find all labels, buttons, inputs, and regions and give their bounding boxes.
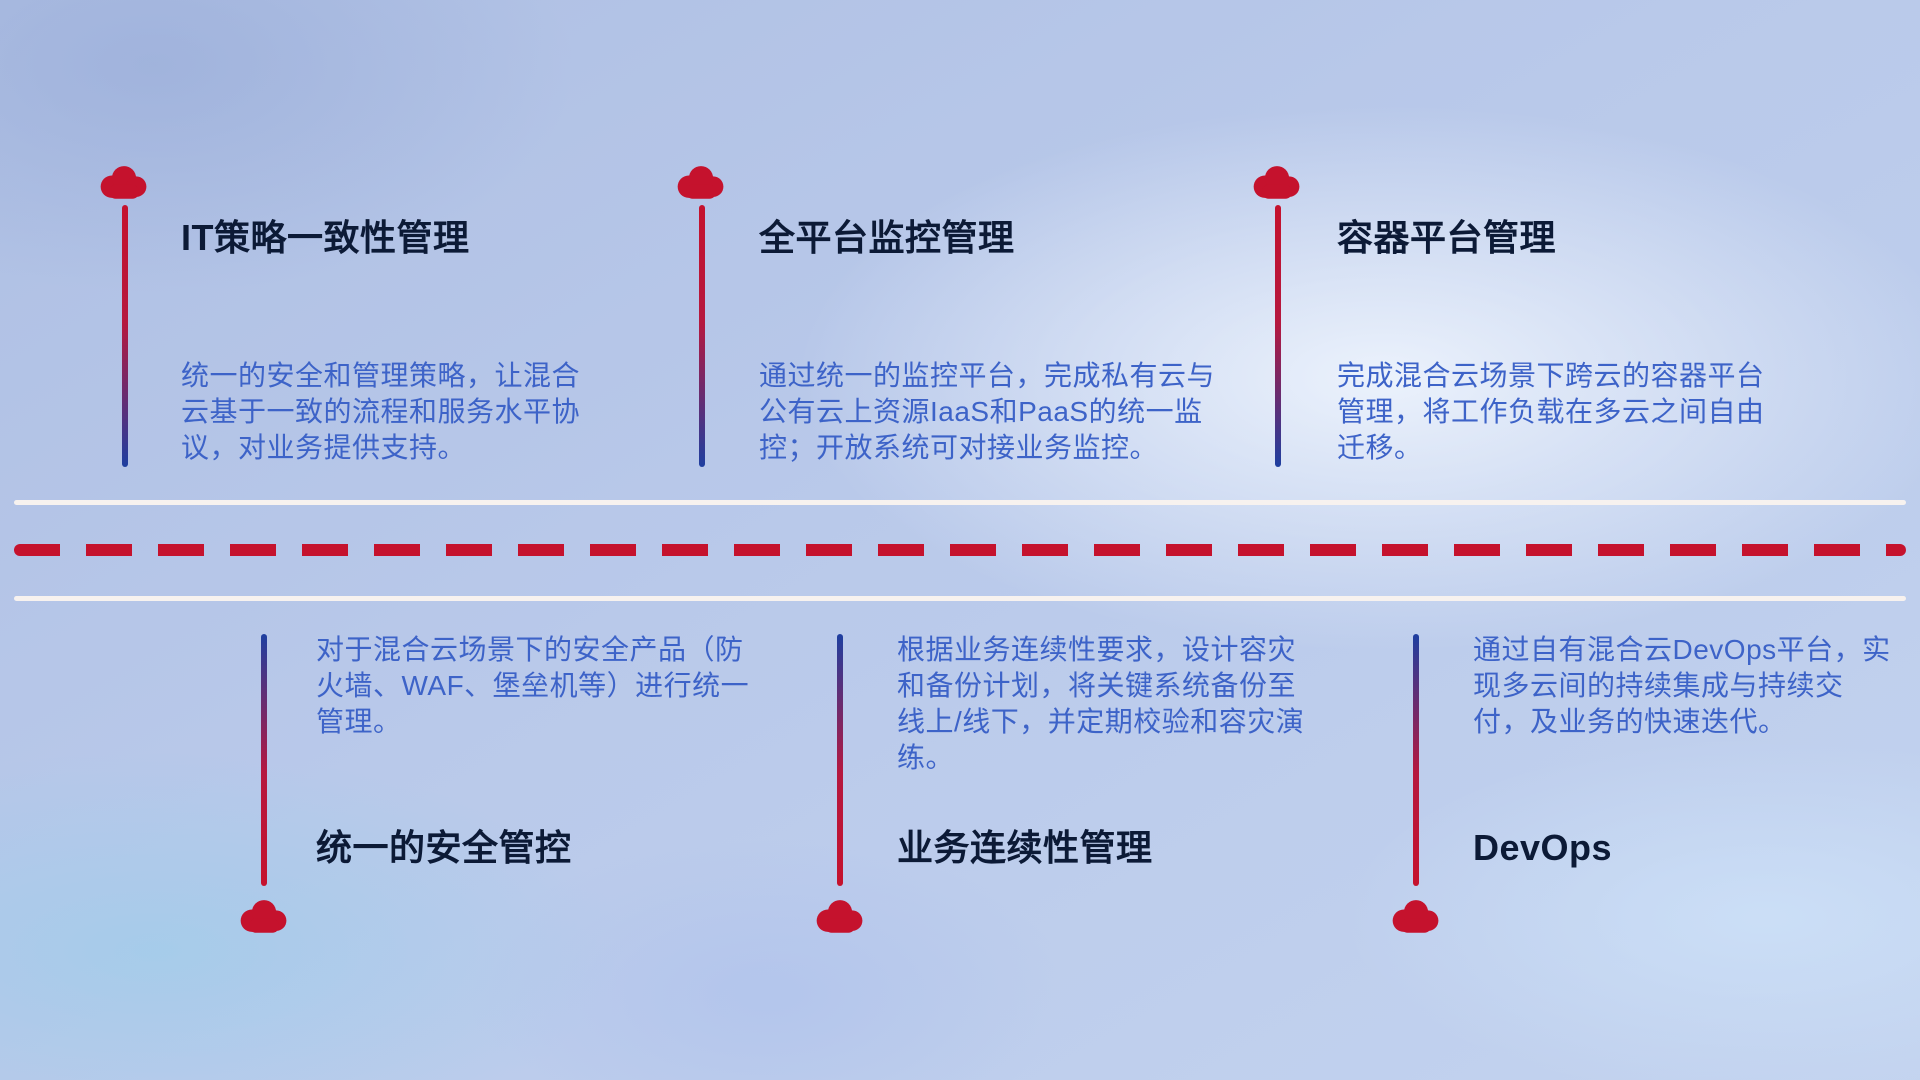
card-title-it-policy: IT策略一致性管理 xyxy=(181,217,470,258)
timeline-stem xyxy=(1275,205,1281,467)
card-desc-security: 对于混合云场景下的安全产品（防火墙、WAF、堡垒机等）进行统一管理。 xyxy=(316,634,750,737)
divider-dashed-line xyxy=(14,544,1906,556)
card-desc-it-policy: 统一的安全和管理策略，让混合云基于一致的流程和服务水平协议，对业务提供支持。 xyxy=(181,360,581,463)
timeline-stem xyxy=(122,205,128,467)
card-title-monitoring: 全平台监控管理 xyxy=(759,217,1015,258)
card-title-devops: DevOps xyxy=(1473,827,1613,868)
cloud-icon xyxy=(812,896,868,936)
timeline-stem xyxy=(699,205,705,467)
card-desc-business-continuity: 根据业务连续性要求，设计容灾和备份计划，将关键系统备份至线上/线下，并定期校验和… xyxy=(897,634,1305,773)
cloud-icon xyxy=(96,162,152,202)
card-desc-monitoring: 通过统一的监控平台，完成私有云与公有云上资源IaaS和PaaS的统一监控；开放系… xyxy=(759,360,1216,463)
timeline-stem xyxy=(1413,634,1419,886)
divider-line-top xyxy=(14,500,1906,505)
cloud-icon xyxy=(236,896,292,936)
card-desc-devops: 通过自有混合云DevOps平台，实现多云间的持续集成与持续交付，及业务的快速迭代… xyxy=(1473,634,1891,737)
cloud-icon xyxy=(673,162,729,202)
timeline-stem xyxy=(261,634,267,886)
cloud-icon xyxy=(1249,162,1305,202)
timeline-stem xyxy=(837,634,843,886)
card-desc-container-platform: 完成混合云场景下跨云的容器平台管理，将工作负载在多云之间自由迁移。 xyxy=(1337,360,1765,463)
cloud-icon xyxy=(1388,896,1444,936)
card-title-business-continuity: 业务连续性管理 xyxy=(897,827,1153,868)
divider-line-bottom xyxy=(14,596,1906,601)
card-title-security: 统一的安全管控 xyxy=(316,827,572,868)
card-title-container-platform: 容器平台管理 xyxy=(1337,217,1557,258)
